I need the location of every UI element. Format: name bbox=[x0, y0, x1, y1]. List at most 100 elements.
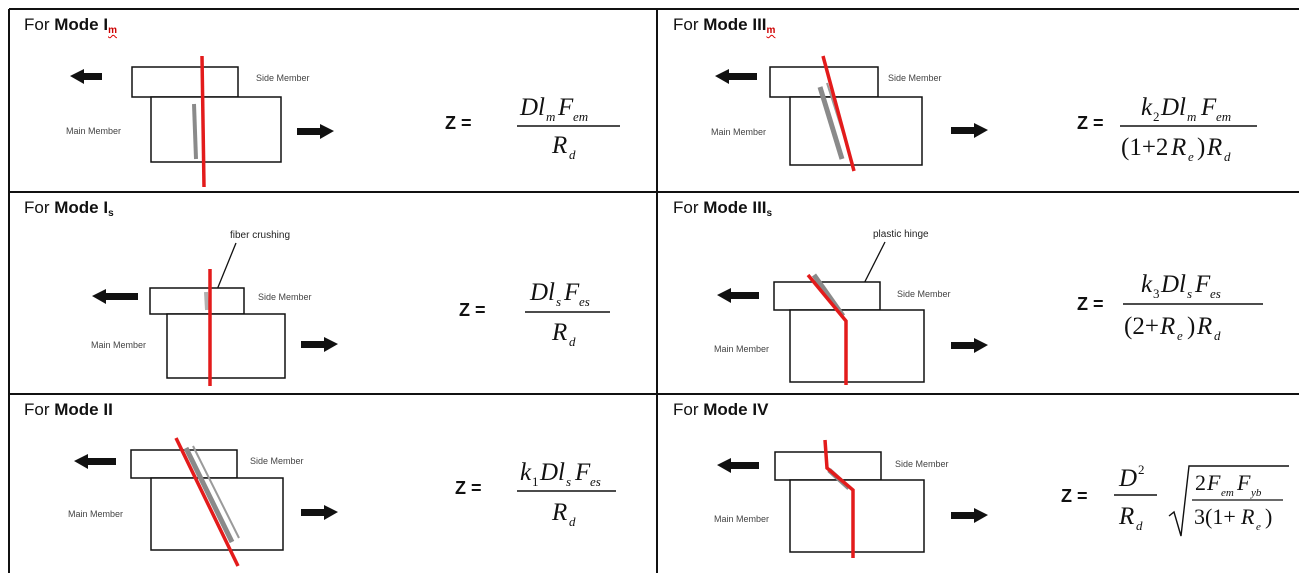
formula: Dl s F es R d bbox=[525, 279, 610, 349]
svg-text:R: R bbox=[1206, 134, 1222, 161]
title-prefix: For bbox=[24, 198, 55, 217]
connection-diagram: fiber crushing Side Member Main Member Z… bbox=[91, 230, 610, 386]
svg-text:R: R bbox=[1159, 313, 1175, 340]
left-arrow-icon bbox=[92, 289, 138, 304]
connection-diagram: plastic hinge Side Member Main Member Z … bbox=[714, 229, 1263, 385]
svg-text:e: e bbox=[1177, 328, 1183, 343]
cell-mode-ii: For Mode II Side Member Main Member Z = … bbox=[0, 394, 657, 573]
svg-text:): ) bbox=[1265, 504, 1272, 529]
title-subscript: m bbox=[766, 25, 776, 36]
z-label: Z = bbox=[1077, 294, 1104, 314]
connection-diagram: Side Member Main Member Z = D 2 R d 2 F … bbox=[714, 439, 1289, 558]
svg-text:F: F bbox=[1206, 470, 1221, 495]
svg-text:m: m bbox=[546, 109, 555, 124]
title-prefix: For bbox=[673, 15, 704, 34]
title-subscript: s bbox=[108, 208, 114, 219]
deformation-zone bbox=[192, 103, 198, 160]
svg-text:d: d bbox=[1214, 328, 1221, 343]
svg-text:d: d bbox=[1224, 149, 1231, 164]
side-member bbox=[131, 66, 239, 98]
main-member bbox=[789, 479, 925, 553]
svg-text:s: s bbox=[566, 474, 571, 489]
dowel bbox=[200, 55, 206, 188]
svg-text:F: F bbox=[1236, 470, 1251, 495]
title-prefix: For bbox=[24, 400, 55, 419]
left-arrow-icon bbox=[717, 288, 759, 303]
svg-text:d: d bbox=[569, 514, 576, 529]
svg-text:R: R bbox=[551, 132, 567, 159]
side-member-label: Side Member bbox=[256, 73, 310, 83]
title-subscript: m bbox=[108, 25, 117, 36]
cell-title: For Mode IV bbox=[673, 400, 768, 420]
main-member bbox=[789, 96, 923, 166]
formula: D 2 R d 2 F em F yb 3(1+ R e ) bbox=[1114, 462, 1289, 537]
title-mode: Mode IV bbox=[703, 400, 769, 419]
dowel bbox=[823, 439, 855, 558]
side-member-label: Side Member bbox=[250, 456, 304, 466]
title-mode: Mode I bbox=[54, 198, 109, 217]
svg-text:3(1+: 3(1+ bbox=[1194, 504, 1236, 529]
svg-text:e: e bbox=[1256, 521, 1261, 533]
svg-text:Dl: Dl bbox=[1160, 271, 1186, 298]
svg-text:Dl: Dl bbox=[529, 279, 555, 306]
svg-text:s: s bbox=[556, 294, 561, 309]
side-member bbox=[149, 287, 245, 315]
svg-text:k: k bbox=[1141, 94, 1153, 121]
side-member-label: Side Member bbox=[888, 73, 942, 83]
svg-text:em: em bbox=[1221, 487, 1234, 499]
svg-text:R: R bbox=[1118, 503, 1134, 530]
z-label: Z = bbox=[455, 478, 482, 498]
svg-text:Dl: Dl bbox=[539, 459, 565, 486]
connection-diagram: Side Member Main Member Z = Dl m F em R … bbox=[66, 55, 620, 188]
right-arrow-icon bbox=[301, 337, 338, 352]
main-member-label: Main Member bbox=[66, 126, 121, 136]
svg-text:R: R bbox=[1196, 313, 1212, 340]
right-arrow-icon bbox=[951, 123, 988, 138]
svg-text:1: 1 bbox=[532, 474, 539, 489]
svg-text:d: d bbox=[569, 334, 576, 349]
cell-title: For Mode II bbox=[24, 400, 113, 420]
cell-title: For Mode Im bbox=[24, 15, 117, 36]
svg-text:F: F bbox=[557, 94, 574, 121]
left-arrow-icon bbox=[715, 69, 757, 84]
main-member-label: Main Member bbox=[714, 344, 769, 354]
svg-text:d: d bbox=[569, 147, 576, 162]
title-mode: Mode II bbox=[54, 400, 113, 419]
formula: Dl m F em R d bbox=[517, 94, 620, 162]
side-member-label: Side Member bbox=[897, 289, 951, 299]
main-member-label: Main Member bbox=[711, 127, 766, 137]
svg-text:m: m bbox=[1187, 109, 1196, 124]
svg-text:): ) bbox=[1187, 313, 1195, 340]
main-member-label: Main Member bbox=[714, 514, 769, 524]
svg-text:e: e bbox=[1188, 149, 1194, 164]
left-arrow-icon bbox=[74, 454, 116, 469]
svg-text:es: es bbox=[579, 294, 590, 309]
z-label: Z = bbox=[1061, 486, 1088, 506]
cell-mode-is: For Mode Is fiber crushing Side Member M… bbox=[0, 192, 657, 394]
main-member bbox=[166, 313, 286, 379]
formula: k 2 Dl m F em (1+2 R e ) R d bbox=[1120, 94, 1257, 164]
cell-title: For Mode IIIm bbox=[673, 15, 775, 36]
connection-diagram: Side Member Main Member Z = k 2 Dl m F e… bbox=[711, 55, 1257, 172]
left-arrow-icon bbox=[70, 69, 102, 84]
svg-text:es: es bbox=[590, 474, 601, 489]
cell-title: For Mode Is bbox=[24, 198, 114, 219]
svg-text:yb: yb bbox=[1250, 487, 1262, 499]
z-label: Z = bbox=[459, 300, 486, 320]
title-mode: Mode I bbox=[54, 15, 109, 34]
svg-text:D: D bbox=[1118, 465, 1137, 492]
svg-text:em: em bbox=[1216, 109, 1231, 124]
z-label: Z = bbox=[445, 113, 472, 133]
right-arrow-icon bbox=[951, 508, 988, 523]
svg-text:3: 3 bbox=[1153, 286, 1160, 301]
main-member bbox=[150, 96, 282, 163]
cell-mode-iv: For Mode IV Side Member Main Member Z = … bbox=[657, 394, 1299, 573]
svg-text:F: F bbox=[1194, 271, 1211, 298]
cell-mode-iiim: For Mode IIIm Side Member Main Member Z … bbox=[657, 9, 1299, 192]
svg-text:R: R bbox=[1240, 504, 1255, 529]
svg-text:Dl: Dl bbox=[519, 94, 545, 121]
svg-text:s: s bbox=[1187, 286, 1192, 301]
svg-text:R: R bbox=[551, 499, 567, 526]
svg-text:): ) bbox=[1197, 134, 1205, 161]
